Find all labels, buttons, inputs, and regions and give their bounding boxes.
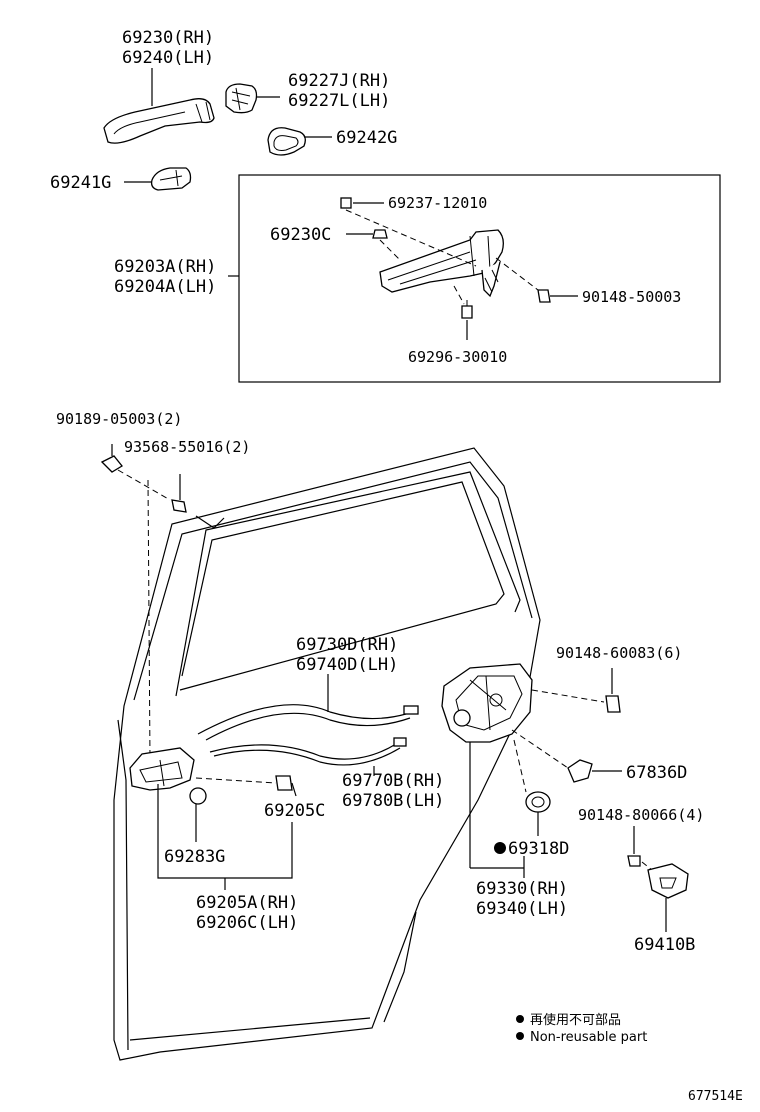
frame-assembly-box bbox=[228, 174, 721, 383]
handle-cap-part bbox=[225, 83, 258, 114]
label-69227J: 69227J(RH) bbox=[288, 71, 390, 91]
ring-69318D bbox=[525, 791, 551, 813]
label-69227L: 69227L(LH) bbox=[288, 91, 390, 111]
outside-handle-group bbox=[103, 68, 332, 191]
legend-bullet-icon bbox=[516, 1032, 524, 1040]
screw-69296 bbox=[461, 305, 473, 319]
label-69730D: 69730D(RH) bbox=[296, 635, 398, 655]
label-69241G: 69241G bbox=[50, 173, 111, 193]
bolt-69230C bbox=[372, 229, 388, 239]
legend: 再使用不可部品 Non-reusable part bbox=[516, 1012, 647, 1045]
label-69230: 69230(RH) bbox=[122, 28, 214, 48]
cable-69770B bbox=[209, 743, 397, 760]
non-reusable-bullet-icon bbox=[494, 842, 506, 854]
label-69410B: 69410B bbox=[634, 935, 695, 955]
label-69740D: 69740D(LH) bbox=[296, 655, 398, 675]
handle-pad-part bbox=[267, 127, 306, 156]
label-69330: 69330(RH) bbox=[476, 879, 568, 899]
screw-90148-80066 bbox=[627, 855, 641, 867]
clip-90189 bbox=[100, 455, 123, 473]
label-69206C: 69206C(LH) bbox=[196, 913, 298, 933]
outside-handle-part bbox=[103, 98, 215, 144]
label-90148-50003: 90148-50003 bbox=[582, 288, 681, 306]
lower-parts bbox=[100, 444, 689, 932]
legend-line-en: Non-reusable part bbox=[530, 1030, 647, 1045]
handle-pad-lower-part bbox=[150, 167, 192, 191]
grommet-67836D bbox=[567, 759, 593, 783]
label-69296: 69296-30010 bbox=[408, 348, 507, 366]
label-93568: 93568-55016(2) bbox=[124, 438, 250, 456]
cable-69730D bbox=[197, 704, 407, 735]
screw-90148-60083 bbox=[605, 695, 621, 713]
label-69340: 69340(LH) bbox=[476, 899, 568, 919]
label-69242G: 69242G bbox=[336, 128, 397, 148]
handle-frame-part bbox=[379, 229, 504, 293]
knob-69283G bbox=[189, 787, 207, 805]
label-69230C: 69230C bbox=[270, 225, 331, 245]
label-69237: 69237-12010 bbox=[388, 194, 487, 212]
nut-69237 bbox=[340, 197, 352, 209]
label-69203A: 69203A(RH) bbox=[114, 257, 216, 277]
legend-bullet-icon bbox=[516, 1015, 524, 1023]
label-90148-80066: 90148-80066(4) bbox=[578, 806, 704, 824]
label-69283G: 69283G bbox=[164, 847, 225, 867]
label-69205A: 69205A(RH) bbox=[196, 893, 298, 913]
label-69205C: 69205C bbox=[264, 801, 325, 821]
striker-69410B bbox=[647, 863, 689, 899]
label-69318D: 69318D bbox=[508, 839, 569, 859]
label-90148-60083: 90148-60083(6) bbox=[556, 644, 682, 662]
label-69204A: 69204A(LH) bbox=[114, 277, 216, 297]
label-69770B: 69770B(RH) bbox=[342, 771, 444, 791]
inside-handle-part bbox=[129, 747, 195, 791]
label-90189: 90189-05003(2) bbox=[56, 410, 182, 428]
screw-93568 bbox=[171, 499, 187, 513]
label-67836D: 67836D bbox=[626, 763, 687, 783]
label-69240: 69240(LH) bbox=[122, 48, 214, 68]
screw-69205C bbox=[275, 775, 293, 791]
part-labels: 69230(RH) 69240(LH) 69227J(RH) 69227L(LH… bbox=[50, 28, 704, 955]
legend-line-ja: 再使用不可部品 bbox=[530, 1012, 621, 1028]
door-panel bbox=[113, 447, 541, 1061]
diagram-ref-number: 677514E bbox=[688, 1089, 743, 1104]
screw-90148-50003 bbox=[537, 289, 551, 303]
label-69780B: 69780B(LH) bbox=[342, 791, 444, 811]
